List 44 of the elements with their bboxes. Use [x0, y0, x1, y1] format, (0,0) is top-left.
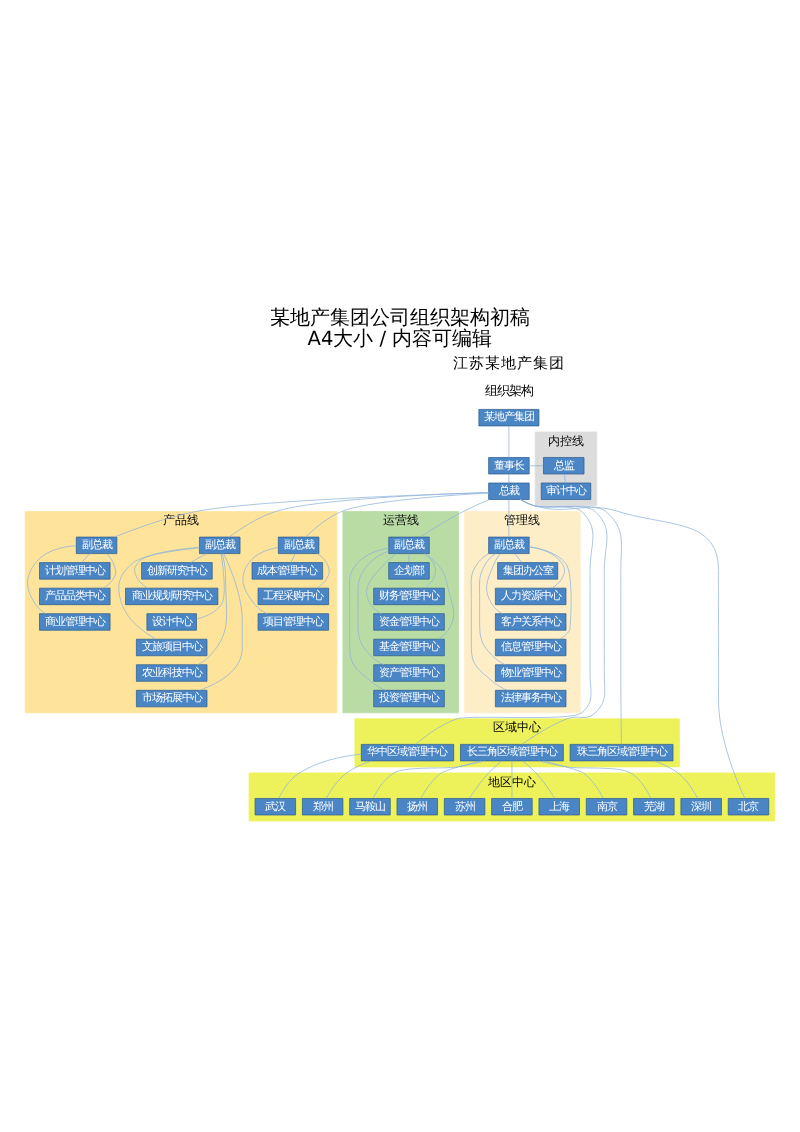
connector: [542, 760, 604, 799]
connector: [199, 553, 243, 691]
connector: [242, 547, 279, 615]
connector: [81, 553, 91, 563]
connector: [469, 760, 503, 799]
connector: [102, 553, 117, 589]
connector: [326, 760, 372, 799]
connector: [486, 553, 503, 615]
connector: [349, 547, 389, 691]
connector: [228, 492, 489, 538]
connector: [190, 553, 207, 563]
connector: [564, 473, 566, 484]
connector: [316, 553, 330, 589]
connector: [305, 492, 489, 538]
connector: [114, 492, 489, 538]
connector: [134, 546, 200, 589]
connector: [290, 553, 296, 563]
connector: [470, 553, 508, 691]
connector: [366, 553, 397, 615]
diagram-title: 某地产集团公司组织架构初稿: [270, 307, 530, 330]
connector: [528, 465, 544, 467]
connector: [538, 760, 652, 799]
caption: A4大小 / 内容可编辑: [307, 329, 493, 352]
connector: [519, 499, 746, 799]
connector: [508, 499, 510, 538]
connector: [196, 553, 225, 620]
connector: [508, 425, 510, 458]
connector: [514, 553, 522, 563]
connector: [357, 550, 389, 666]
connector: [522, 760, 556, 799]
connector: [420, 760, 482, 799]
connector: [508, 473, 510, 484]
connector: [479, 553, 506, 666]
connector: [372, 760, 486, 799]
connector: [529, 546, 572, 640]
connector: [197, 553, 228, 666]
connector: [424, 553, 436, 589]
connector: [653, 760, 698, 799]
connector: [511, 760, 513, 799]
connector: [419, 499, 490, 538]
connector: [278, 753, 362, 799]
connector: [424, 553, 455, 640]
connector: [27, 545, 77, 615]
connector: [415, 499, 594, 745]
